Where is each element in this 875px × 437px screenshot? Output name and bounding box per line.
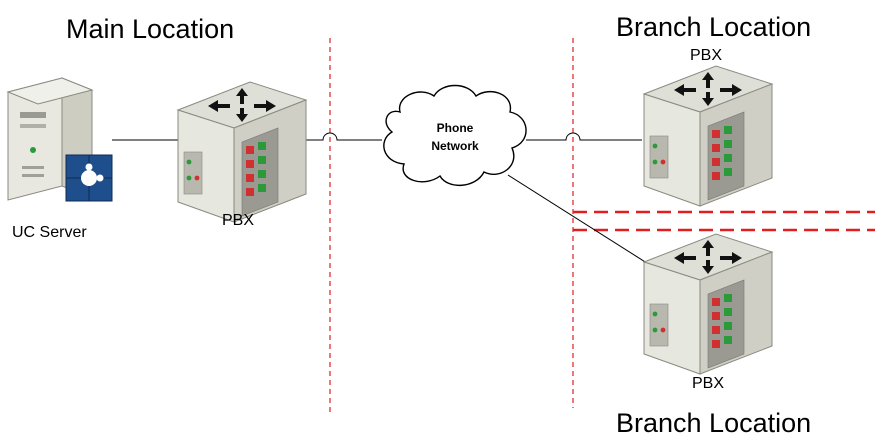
link-pbx-cloud (306, 132, 382, 141)
pbx-branch-bottom-label: PBX (692, 375, 724, 392)
uc-server-icon (6, 77, 113, 202)
pbx-main-icon (177, 81, 307, 223)
pbx-branch-bottom-icon (643, 233, 773, 375)
pbx-main-label: PBX (222, 212, 254, 229)
pbx-branch-top-icon (643, 65, 773, 207)
link-cloud-branch-top (526, 132, 642, 141)
main-location-title: Main Location (66, 14, 234, 44)
branch-location-title-top: Branch Location (616, 12, 811, 42)
cloud-label-line1: Phone (437, 121, 474, 135)
pbx-branch-top-label: PBX (690, 47, 722, 64)
link-cloud-branch-bottom (507, 174, 651, 266)
branch-location-title-bottom: Branch Location (616, 408, 811, 437)
cloud-label-line2: Network (431, 139, 479, 153)
phone-network-cloud-icon (383, 84, 527, 186)
uc-server-label: UC Server (12, 224, 87, 241)
